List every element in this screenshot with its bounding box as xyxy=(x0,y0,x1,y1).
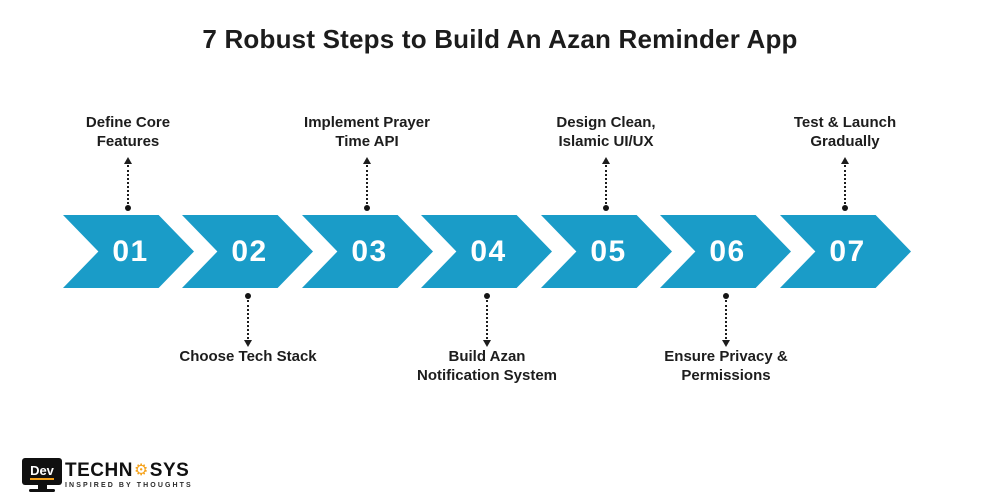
step-label-06: Ensure Privacy & Permissions xyxy=(664,348,788,384)
connector-down-02 xyxy=(244,293,252,347)
logo-monitor-text: Dev xyxy=(30,462,54,480)
step-arrow-04: 04 xyxy=(421,215,552,288)
step-number: 01 xyxy=(112,234,149,268)
dot-endpoint xyxy=(484,293,490,299)
step-number: 02 xyxy=(231,234,268,268)
arrowhead-down-icon xyxy=(483,340,491,347)
arrowhead-up-icon xyxy=(124,157,132,164)
step-label-02: Choose Tech Stack xyxy=(179,348,317,365)
step-label-03: Implement Prayer Time API xyxy=(304,114,430,150)
dot-endpoint xyxy=(245,293,251,299)
dot-endpoint xyxy=(364,205,370,211)
step-arrow-06: 06 xyxy=(660,215,791,288)
gear-icon: ⚙ xyxy=(133,461,149,479)
brand-logo: Dev TECHN ⚙ SYS INSPIRED BY THOUGHTS xyxy=(22,458,193,492)
arrowhead-down-icon xyxy=(244,340,252,347)
arrowhead-up-icon xyxy=(841,157,849,164)
monitor-icon: Dev xyxy=(22,458,62,492)
step-number: 04 xyxy=(470,234,507,268)
dotted-line xyxy=(844,165,846,204)
dot-endpoint xyxy=(842,205,848,211)
connector-up-05 xyxy=(602,157,610,211)
arrowhead-up-icon xyxy=(602,157,610,164)
arrowhead-down-icon xyxy=(722,340,730,347)
step-arrow-07: 07 xyxy=(780,215,911,288)
monitor-stand xyxy=(37,485,47,489)
monitor-base xyxy=(29,489,55,492)
dotted-line xyxy=(366,165,368,204)
step-label-05: Design Clean, Islamic UI/UX xyxy=(556,114,656,150)
connector-up-07 xyxy=(841,157,849,211)
step-number: 05 xyxy=(590,234,627,268)
dotted-line xyxy=(247,300,249,339)
monitor-screen: Dev xyxy=(22,458,62,485)
dot-endpoint xyxy=(723,293,729,299)
dot-endpoint xyxy=(125,205,131,211)
step-arrow-03: 03 xyxy=(302,215,433,288)
step-label-07: Test & Launch Gradually xyxy=(793,114,897,150)
connector-down-04 xyxy=(483,293,491,347)
connector-down-06 xyxy=(722,293,730,347)
dotted-line xyxy=(725,300,727,339)
dotted-line xyxy=(127,165,129,204)
step-number: 06 xyxy=(709,234,746,268)
connector-up-03 xyxy=(363,157,371,211)
step-label-01: Define Core Features xyxy=(85,114,171,150)
step-arrow-05: 05 xyxy=(541,215,672,288)
dotted-line xyxy=(486,300,488,339)
connector-up-01 xyxy=(124,157,132,211)
step-arrow-02: 02 xyxy=(182,215,313,288)
page-title: 7 Robust Steps to Build An Azan Reminder… xyxy=(202,24,798,54)
logo-name: TECHN ⚙ SYS xyxy=(65,461,193,480)
logo-tagline: INSPIRED BY THOUGHTS xyxy=(65,482,193,489)
dot-endpoint xyxy=(603,205,609,211)
dotted-line xyxy=(605,165,607,204)
step-arrow-01: 01 xyxy=(63,215,194,288)
arrowhead-up-icon xyxy=(363,157,371,164)
logo-name-left: TECHN xyxy=(65,460,133,481)
step-label-04: Build Azan Notification System xyxy=(416,348,558,384)
logo-name-right: SYS xyxy=(149,460,190,481)
step-number: 07 xyxy=(829,234,866,268)
logo-text: TECHN ⚙ SYS INSPIRED BY THOUGHTS xyxy=(65,461,193,489)
step-number: 03 xyxy=(351,234,388,268)
